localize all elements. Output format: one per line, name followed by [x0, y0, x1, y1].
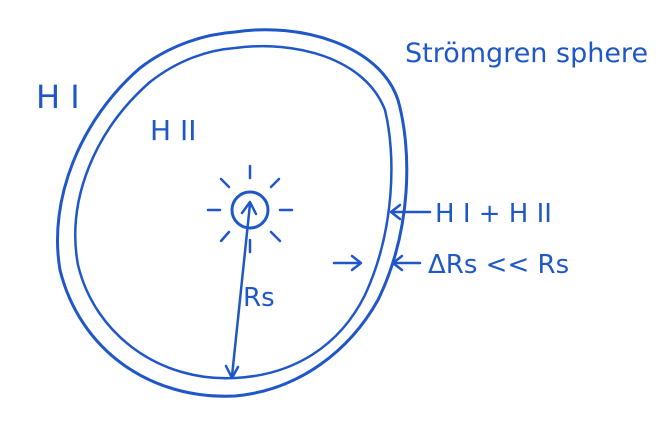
outer-boundary-shell: [56, 28, 409, 398]
radius-arrow: [224, 200, 258, 380]
thickness-relation-label: ΔRs << Rs: [428, 250, 569, 280]
sun-icon: [206, 164, 294, 254]
inner-region-label: H II: [150, 114, 196, 147]
shell-label: H I + H II: [435, 199, 552, 229]
outer-region-label: H I: [36, 78, 80, 116]
shell-pointer-arrow: [389, 203, 432, 221]
thickness-arrows: [332, 254, 422, 272]
radius-label: Rs: [243, 283, 275, 313]
inner-boundary-shell: [74, 44, 393, 380]
diagram-title: Strömgren sphere: [405, 38, 648, 69]
